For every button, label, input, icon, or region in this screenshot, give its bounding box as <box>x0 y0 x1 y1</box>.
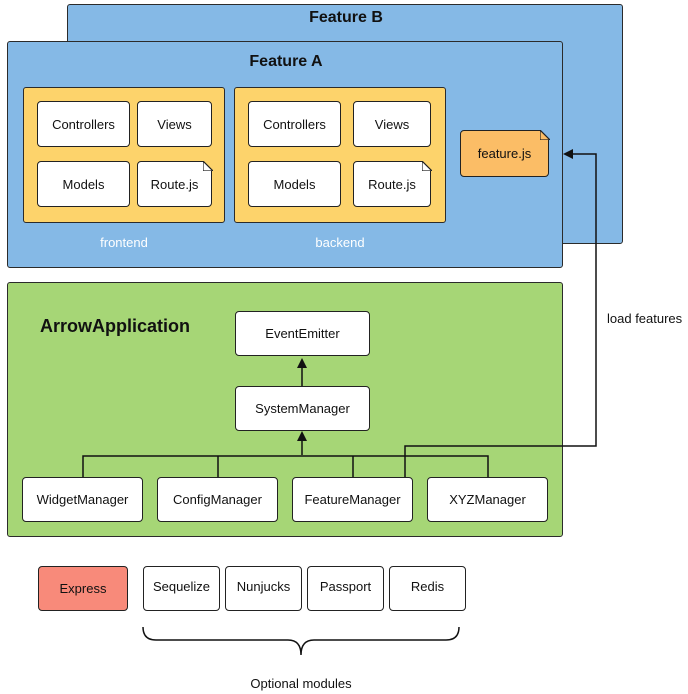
backend-route-file: Route.js <box>353 160 432 207</box>
frontend-label: frontend <box>100 235 148 250</box>
feature-b-title: Feature B <box>309 9 383 26</box>
frontend-route-file: Route.js <box>137 160 213 207</box>
frontend-controllers-box: Controllers <box>37 101 130 147</box>
config-manager-box: ConfigManager <box>157 477 278 522</box>
backend-layer: Controllers Views Models Route.js <box>234 87 446 223</box>
load-features-label: load features <box>607 311 683 326</box>
sequelize-box: Sequelize <box>143 566 220 611</box>
manager-bus <box>82 455 489 477</box>
backend-controllers-box: Controllers <box>248 101 341 147</box>
frontend-layer: Controllers Views Models Route.js <box>23 87 225 223</box>
frontend-views-box: Views <box>137 101 212 147</box>
load-features-arrow <box>404 149 597 477</box>
express-box: Express <box>38 566 128 611</box>
backend-route-fold-icon <box>421 160 432 171</box>
optional-modules-caption: Optional modules <box>250 676 352 691</box>
system-manager-box: SystemManager <box>235 386 370 431</box>
frontend-route-fold-icon <box>202 160 213 171</box>
frontend-route-label: Route.js <box>150 176 199 192</box>
event-emitter-box: EventEmitter <box>235 311 370 356</box>
redis-box: Redis <box>389 566 466 611</box>
arrow-application-title: ArrowApplication <box>40 316 191 336</box>
feature-a-title: Feature A <box>249 53 323 70</box>
feature-js-fold-icon <box>539 129 550 140</box>
backend-route-label: Route.js <box>368 176 416 192</box>
nunjucks-box: Nunjucks <box>225 566 302 611</box>
passport-box: Passport <box>307 566 384 611</box>
feature-manager-box: FeatureManager <box>292 477 413 522</box>
backend-label: backend <box>315 235 365 250</box>
feature-js-label: feature.js <box>477 146 532 161</box>
widget-manager-box: WidgetManager <box>22 477 143 522</box>
xyz-manager-box: XYZManager <box>427 477 548 522</box>
backend-models-box: Models <box>248 161 341 207</box>
backend-views-box: Views <box>353 101 431 147</box>
frontend-models-box: Models <box>37 161 130 207</box>
optional-modules-brace <box>142 626 460 656</box>
feature-a-panel: Feature A Controllers Views Models Route… <box>7 41 563 268</box>
feature-js-file: feature.js <box>460 129 550 177</box>
